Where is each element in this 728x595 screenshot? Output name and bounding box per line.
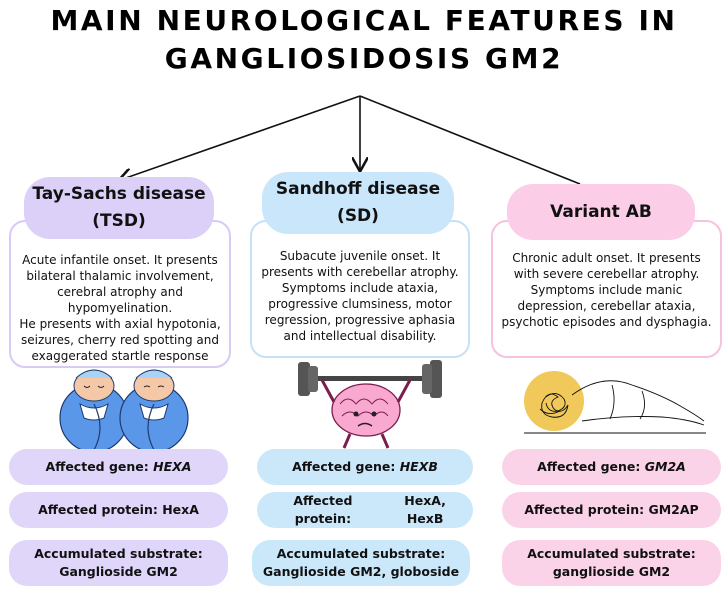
sd-gene-chip: Affected gene: HEXB — [257, 449, 473, 485]
page-title-line2: GANGLIOSIDOSIS GM2 — [164, 42, 564, 75]
sd-protein-label: Affected protein: — [293, 493, 353, 526]
tsd-gene: HEXA — [153, 459, 192, 474]
sd-protein-chip: Affected protein: HexA, HexB — [257, 492, 473, 528]
tsd-gene-label: Affected gene: — [45, 459, 149, 474]
sd-title-line2: (SD) — [337, 206, 379, 226]
sd-gene: HEXB — [399, 459, 438, 474]
ab-substrate-line1: Accumulated substrate: — [527, 546, 696, 561]
arrow-to-tsd — [120, 95, 361, 180]
tsd-gene-chip: Affected gene: HEXA — [9, 449, 228, 485]
ab-substrate-line2: ganglioside GM2 — [552, 564, 671, 579]
sd-substrate-line2: Ganglioside GM2, globoside — [262, 564, 460, 579]
sd-substrate-line1: Accumulated substrate: — [276, 546, 446, 561]
sd-title-pill: Sandhoff disease (SD) — [262, 172, 454, 234]
sd-description-panel: Subacute juvenile onset. It presents wit… — [250, 220, 470, 358]
ab-protein: GM2AP — [648, 502, 699, 517]
ab-title-pill: Variant AB — [507, 184, 695, 240]
tsd-title-line2: (TSD) — [92, 211, 146, 231]
tsd-protein: HexA — [162, 502, 199, 517]
babies-icon — [59, 369, 189, 450]
sd-gene-label: Affected gene: — [292, 459, 396, 474]
ab-gene: GM2A — [644, 459, 686, 474]
sd-substrate-chip: Accumulated substrate: Ganglioside GM2, … — [252, 540, 470, 586]
sd-title-line1: Sandhoff disease — [275, 179, 441, 199]
brain-lifting-weights-icon — [298, 360, 442, 449]
tsd-substrate-line1: Accumulated substrate: — [34, 546, 203, 561]
ab-gene-chip: Affected gene: GM2A — [502, 449, 721, 485]
ab-substrate-chip: Accumulated substrate: ganglioside GM2 — [502, 540, 721, 586]
tsd-title-line1: Tay-Sachs disease — [32, 184, 206, 204]
ab-protein-label: Affected protein: — [524, 502, 645, 517]
branch-arrows — [0, 95, 581, 185]
depressed-person-icon — [524, 371, 706, 434]
tsd-protein-chip: Affected protein: HexA — [9, 492, 228, 528]
tsd-description: Acute infantile onset. It presents bilat… — [19, 253, 221, 363]
sd-description: Subacute juvenile onset. It presents wit… — [261, 249, 459, 343]
ab-title-line1: Variant AB — [550, 201, 652, 222]
ab-protein-chip: Affected protein: GM2AP — [502, 492, 721, 528]
ab-description: Chronic adult onset. It presents with se… — [501, 251, 712, 329]
ab-description-panel: Chronic adult onset. It presents with se… — [491, 220, 722, 358]
page-title-line1: MAIN NEUROLOGICAL FEATURES IN — [50, 4, 678, 37]
tsd-substrate-chip: Accumulated substrate: Ganglioside GM2 — [9, 540, 228, 586]
arrow-to-ab — [359, 95, 581, 185]
tsd-description-panel: Acute infantile onset. It presents bilat… — [9, 220, 231, 368]
tsd-substrate-line2: Ganglioside GM2 — [59, 564, 178, 579]
sd-protein: HexA, HexB — [404, 493, 446, 526]
tsd-protein-label: Affected protein: — [38, 502, 158, 517]
ab-gene-label: Affected gene: — [537, 459, 641, 474]
tsd-title-pill: Tay-Sachs disease (TSD) — [24, 177, 214, 239]
